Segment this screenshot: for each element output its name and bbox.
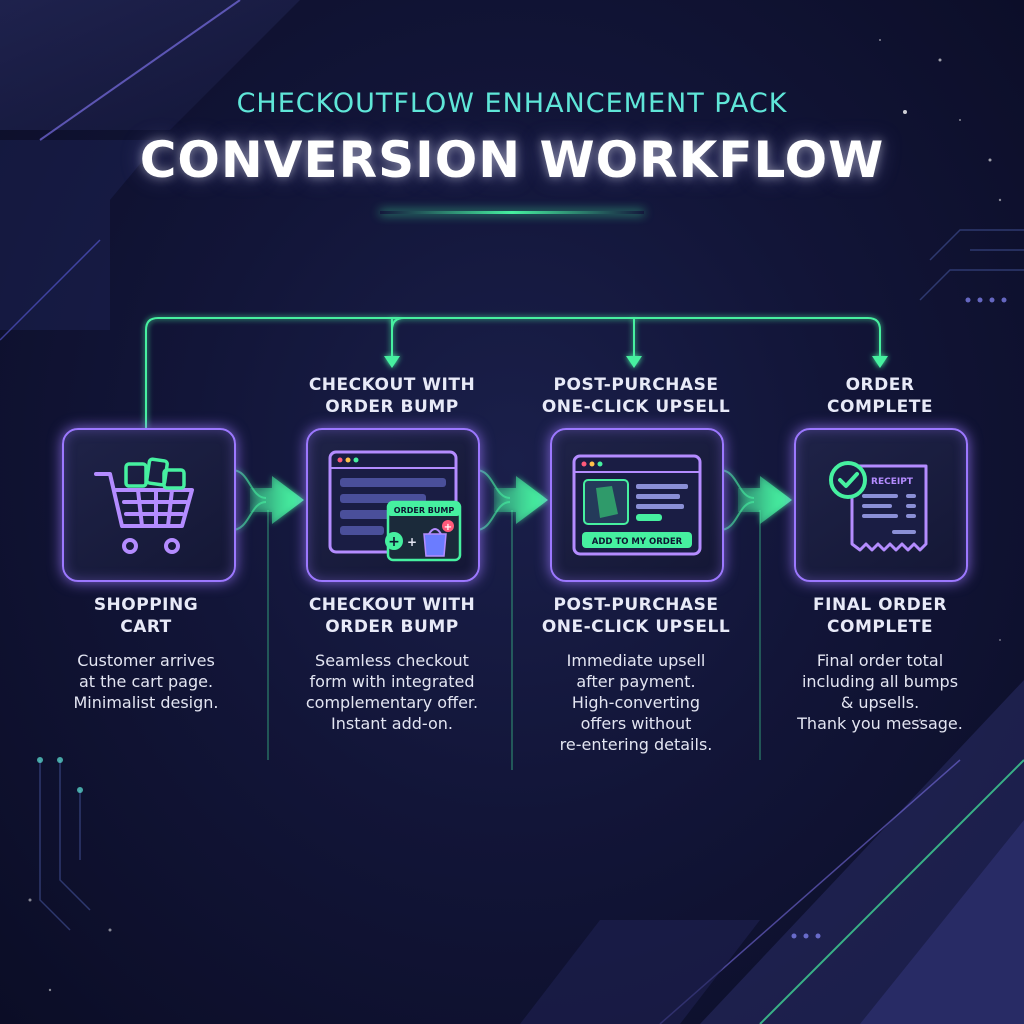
step-2-description: Seamless checkout form with integrated c… (305, 651, 479, 733)
step-2-bottom-label: CHECKOUT WITH ORDER BUMP (308, 595, 476, 637)
order-bump-badge: ORDER BUMP (394, 506, 455, 515)
svg-text:+: + (388, 534, 400, 550)
step-1-card[interactable] (62, 428, 236, 582)
svg-text:+: + (407, 535, 417, 549)
step-3-top-label: POST-PURCHASE ONE-CLICK UPSELL (541, 375, 731, 417)
step-4-bottom-label: FINAL ORDER COMPLETE (813, 595, 947, 637)
step-4-top-label: ORDER COMPLETE (827, 375, 933, 417)
page-subtitle: CHECKOUTFLOW ENHANCEMENT PACK (236, 88, 788, 119)
step-2-top-label: CHECKOUT WITH ORDER BUMP (308, 375, 476, 417)
receipt-icon: RECEIPT (829, 461, 928, 552)
step-1-bottom-label: SHOPPING CART (93, 595, 199, 637)
title-divider (380, 211, 644, 214)
page-title: CONVERSION WORKFLOW (139, 131, 885, 189)
header: CHECKOUTFLOW ENHANCEMENT PACK CONVERSION… (0, 88, 1024, 189)
upsell-window-icon: ADD TO MY ORDER (572, 454, 702, 556)
step-4-card[interactable]: RECEIPT (794, 428, 968, 582)
svg-text:+: + (444, 522, 452, 533)
checkout-form-icon: ORDER BUMP + + + (328, 450, 462, 562)
step-4-description: Final order total including all bumps & … (797, 651, 963, 733)
shopping-cart-icon (94, 457, 194, 554)
step-3-card[interactable]: ADD TO MY ORDER (550, 428, 724, 582)
step-3-description: Immediate upsell after payment. High-con… (559, 651, 713, 754)
receipt-text: RECEIPT (871, 477, 914, 487)
add-to-order-button-label: ADD TO MY ORDER (592, 537, 683, 547)
step-3-bottom-label: POST-PURCHASE ONE-CLICK UPSELL (541, 595, 731, 637)
step-1-description: Customer arrives at the cart page. Minim… (73, 651, 219, 712)
step-2-card[interactable]: ORDER BUMP + + + (306, 428, 480, 582)
